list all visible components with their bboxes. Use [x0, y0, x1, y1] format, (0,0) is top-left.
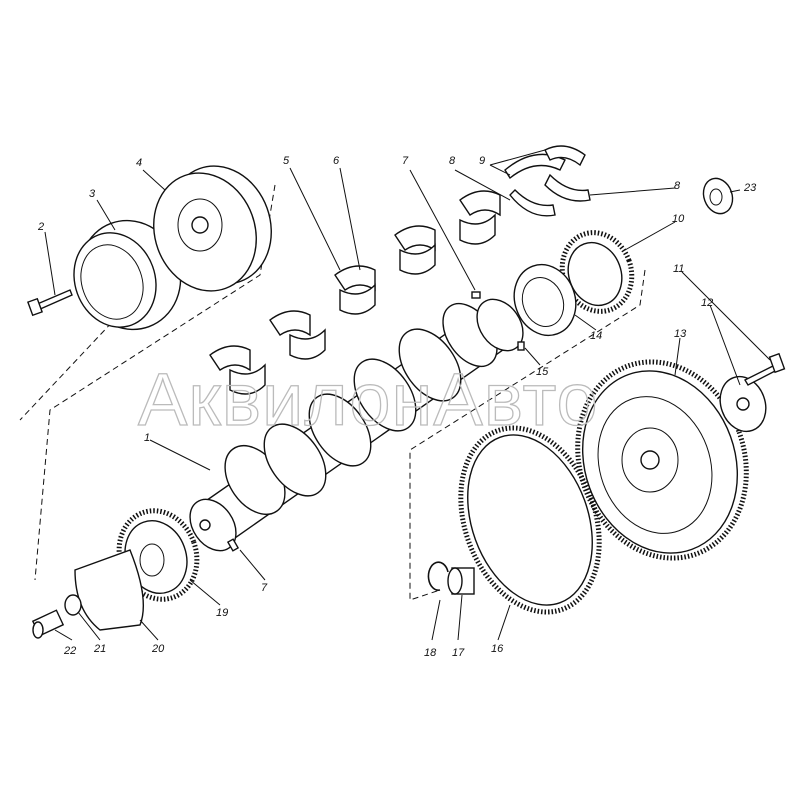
label-10: 10 [672, 213, 685, 225]
key-part-7-lower [226, 538, 240, 552]
crankshaft-part-1 [189, 298, 524, 552]
label-20: 20 [151, 643, 165, 655]
key-part-7-upper [471, 291, 481, 299]
label-6: 6 [333, 155, 340, 167]
label-3: 3 [89, 188, 96, 200]
label-8: 8 [449, 155, 456, 167]
label-5: 5 [283, 155, 290, 167]
plate-part-12 [719, 375, 767, 433]
label-17: 17 [452, 647, 465, 659]
label-22: 22 [63, 645, 76, 657]
label-7: 7 [402, 155, 409, 167]
label-18: 18 [424, 647, 437, 659]
main-bearing-shells [209, 190, 501, 395]
label-4: 4 [136, 157, 142, 169]
pin-part-15 [517, 341, 525, 351]
label-14: 14 [590, 330, 602, 342]
circlip-part-18 [427, 561, 449, 591]
label-16: 16 [491, 643, 504, 655]
cover-part-20 [74, 549, 145, 631]
label-12: 12 [701, 297, 713, 309]
seal-part-14 [513, 263, 577, 337]
bolt-part-11 [744, 352, 786, 386]
sleeve-part-22 [31, 609, 65, 639]
label-2: 2 [37, 221, 44, 233]
bushing-part-17 [447, 567, 475, 595]
label-1: 1 [144, 432, 150, 444]
label-15: 15 [536, 366, 549, 378]
damper-part-4 [153, 165, 272, 292]
label-19: 19 [216, 607, 228, 619]
flywheel-part-13 [575, 359, 749, 561]
label-8-right: 8 [674, 180, 681, 192]
leader-lines [44, 149, 771, 641]
label-7-lower: 7 [261, 582, 268, 594]
part-number-labels: 1 2 3 4 5 6 7 8 9 8 23 10 11 12 13 14 15… [37, 155, 757, 659]
pulley-part-3 [73, 219, 182, 331]
assembly-line-right [409, 269, 646, 601]
watermark: АквилонАвто [138, 358, 599, 441]
ring-gear-part-16 [458, 425, 602, 615]
label-13: 13 [674, 328, 687, 340]
pilot-bearing-part-23 [702, 177, 734, 215]
label-23: 23 [743, 182, 757, 194]
label-21: 21 [93, 643, 106, 655]
label-9: 9 [479, 155, 485, 167]
bolt-part-2 [27, 289, 73, 317]
label-11: 11 [673, 263, 684, 275]
ring-part-21 [64, 594, 82, 616]
thrust-washers [504, 145, 591, 217]
